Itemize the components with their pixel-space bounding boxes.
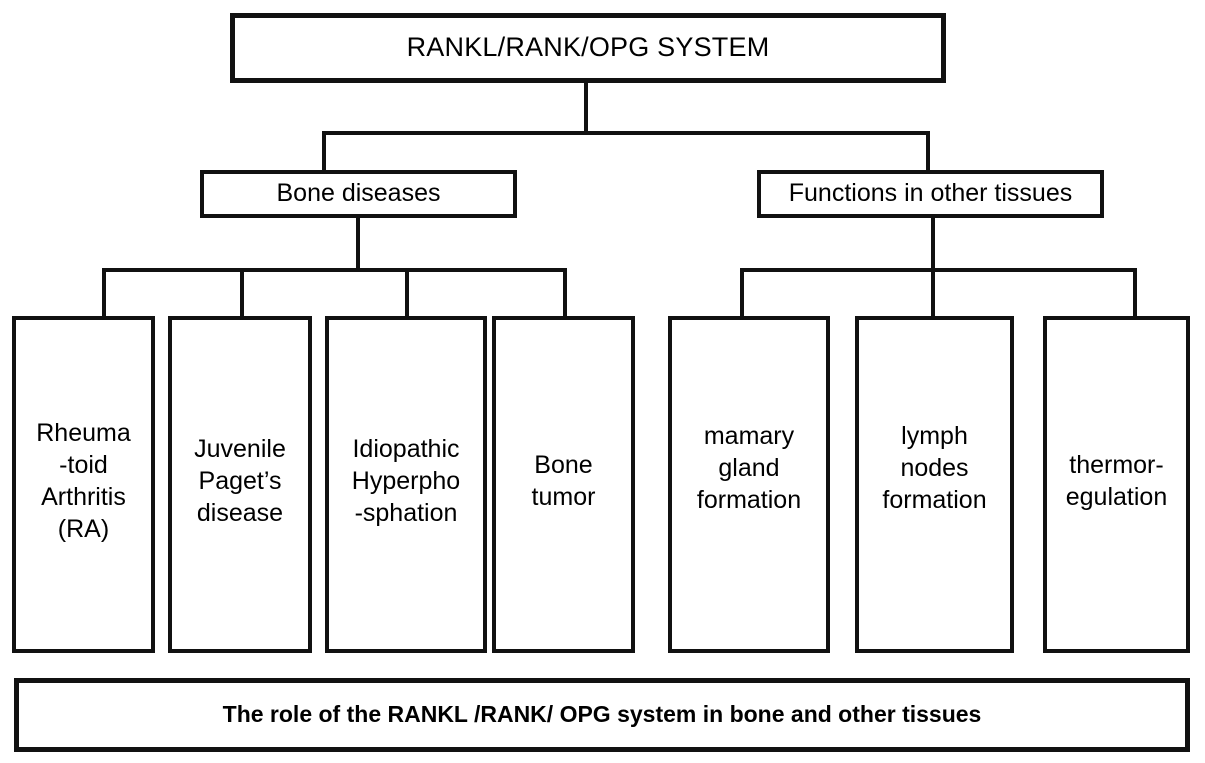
connector-other-drop-2 bbox=[931, 268, 935, 318]
connector-bone-stem bbox=[356, 217, 360, 272]
connector-bone-bar bbox=[102, 268, 567, 272]
node-rankl-rank-opg-system[interactable]: RANKL/RANK/OPG SYSTEM bbox=[230, 13, 946, 83]
node-label: thermor- egulation bbox=[1065, 450, 1168, 511]
connector-root-stem bbox=[584, 83, 588, 133]
node-label: Rheuma -toid Arthritis (RA) bbox=[36, 418, 131, 543]
node-bone-diseases[interactable]: Bone diseases bbox=[200, 170, 517, 218]
node-mamary-gland-formation[interactable]: mamary gland formation bbox=[668, 316, 830, 653]
node-label: lymph nodes formation bbox=[882, 421, 987, 514]
caption-label: The role of the RANKL /RANK/ OPG system … bbox=[222, 701, 982, 728]
connector-other-bar bbox=[740, 268, 1137, 272]
node-lymph-nodes-formation[interactable]: lymph nodes formation bbox=[855, 316, 1014, 653]
node-thermoregulation[interactable]: thermor- egulation bbox=[1043, 316, 1190, 653]
node-label: RANKL/RANK/OPG SYSTEM bbox=[406, 32, 770, 63]
connector-level1-left-drop bbox=[322, 131, 326, 172]
connector-bone-drop-1 bbox=[102, 268, 106, 318]
node-label: Functions in other tissues bbox=[788, 179, 1073, 208]
connector-level1-bar bbox=[322, 131, 930, 135]
node-label: mamary gland formation bbox=[696, 421, 802, 514]
node-label: Bone tumor bbox=[531, 450, 596, 511]
connector-other-drop-1 bbox=[740, 268, 744, 318]
node-rheumatoid-arthritis[interactable]: Rheuma -toid Arthritis (RA) bbox=[12, 316, 155, 653]
node-idiopathic-hyperphosphation[interactable]: Idiopathic Hyperpho -sphation bbox=[325, 316, 487, 653]
connector-level1-right-drop bbox=[926, 131, 930, 172]
node-label: Idiopathic Hyperpho -sphation bbox=[351, 434, 461, 527]
node-functions-in-other-tissues[interactable]: Functions in other tissues bbox=[757, 170, 1104, 218]
connector-bone-drop-3 bbox=[405, 268, 409, 318]
connector-bone-drop-4 bbox=[563, 268, 567, 318]
node-juvenile-pagets-disease[interactable]: Juvenile Paget’s disease bbox=[168, 316, 312, 653]
node-label: Juvenile Paget’s disease bbox=[194, 434, 286, 527]
diagram-caption: The role of the RANKL /RANK/ OPG system … bbox=[14, 678, 1190, 752]
node-label: Bone diseases bbox=[276, 179, 441, 208]
connector-other-stem bbox=[931, 217, 935, 272]
node-bone-tumor[interactable]: Bone tumor bbox=[492, 316, 635, 653]
connector-other-drop-3 bbox=[1133, 268, 1137, 318]
connector-bone-drop-2 bbox=[240, 268, 244, 318]
